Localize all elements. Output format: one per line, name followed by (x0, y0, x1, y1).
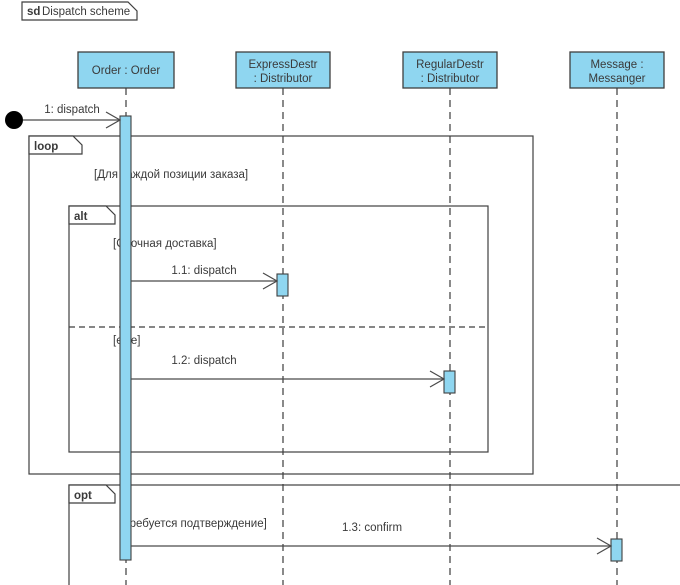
activation-order[interactable] (119, 115, 132, 561)
message-1-1-label: 1.1: dispatch (171, 265, 236, 277)
activation-express[interactable] (276, 273, 289, 297)
lifeline-messenger[interactable]: Message : Messanger (569, 51, 665, 585)
lifeline-messenger-label-line2: Messanger (589, 73, 646, 85)
fragment-alt-operator: alt (74, 211, 88, 223)
lifeline-messenger-label-line1: Message : (590, 59, 643, 71)
message-1-1-arrowhead (262, 272, 279, 290)
frame-kind-keyword: sd (27, 6, 40, 18)
lifeline-express-label-line1: ExpressDestr (248, 59, 317, 71)
frame-title: Dispatch scheme (42, 6, 130, 18)
lifeline-regular[interactable]: RegularDestr : Distributor (402, 51, 498, 585)
message-1-2-label: 1.2: dispatch (171, 355, 236, 367)
frame-tab-shape (21, 1, 138, 21)
activation-regular[interactable] (443, 370, 456, 394)
lifeline-express[interactable]: ExpressDestr : Distributor (235, 51, 331, 585)
lifeline-express-head[interactable] (235, 51, 331, 89)
lifeline-order-label-line1: Order : Order (92, 65, 161, 77)
message-1-3-label: 1.3: confirm (342, 522, 402, 534)
fragment-opt-tab (68, 484, 116, 504)
activation-messenger[interactable] (610, 538, 623, 562)
message-1-2-arrowhead (429, 370, 446, 388)
lifeline-messenger-head[interactable] (569, 51, 665, 89)
message-1-2-dispatch[interactable]: 1.2: dispatch (131, 355, 446, 388)
diagram-frame-tab: sd Dispatch scheme (21, 1, 138, 21)
fragment-loop-tab (28, 135, 83, 155)
fragment-opt-operator: opt (74, 490, 92, 502)
fragment-loop-guard: [Для каждой позиции заказа] (94, 169, 248, 181)
message-1-1-dispatch[interactable]: 1.1: dispatch (131, 265, 279, 290)
fragment-alt-tab (68, 205, 116, 225)
lifeline-express-label-line2: : Distributor (254, 73, 313, 85)
lifeline-order[interactable]: Order : Order (77, 51, 175, 585)
message-1-label: 1: dispatch (44, 104, 100, 116)
start-point-dot[interactable] (5, 111, 23, 129)
fragment-opt-border (68, 484, 680, 585)
fragment-alt-border (68, 205, 489, 453)
lifeline-regular-label-line1: RegularDestr (416, 59, 484, 71)
lifeline-regular-label-line2: : Distributor (421, 73, 480, 85)
message-1-3-arrowhead (596, 537, 613, 555)
message-1-arrowhead (105, 111, 122, 129)
fragment-loop-operator: loop (34, 141, 58, 153)
message-1-3-confirm[interactable]: 1.3: confirm (131, 522, 613, 555)
lifeline-order-head[interactable] (77, 51, 175, 89)
fragment-opt-guard: [Требуется подтверждение] (120, 518, 267, 530)
fragment-loop-border (28, 135, 534, 475)
fragment-opt[interactable]: opt [Требуется подтверждение] (68, 484, 680, 585)
fragment-loop[interactable]: loop [Для каждой позиции заказа] (28, 135, 534, 475)
fragment-alt[interactable]: alt [Срочная доставка] [else] (68, 205, 489, 453)
lifeline-regular-head[interactable] (402, 51, 498, 89)
message-1-dispatch[interactable]: 1: dispatch (23, 104, 122, 129)
fragment-alt-guard-first: [Срочная доставка] (113, 238, 217, 250)
